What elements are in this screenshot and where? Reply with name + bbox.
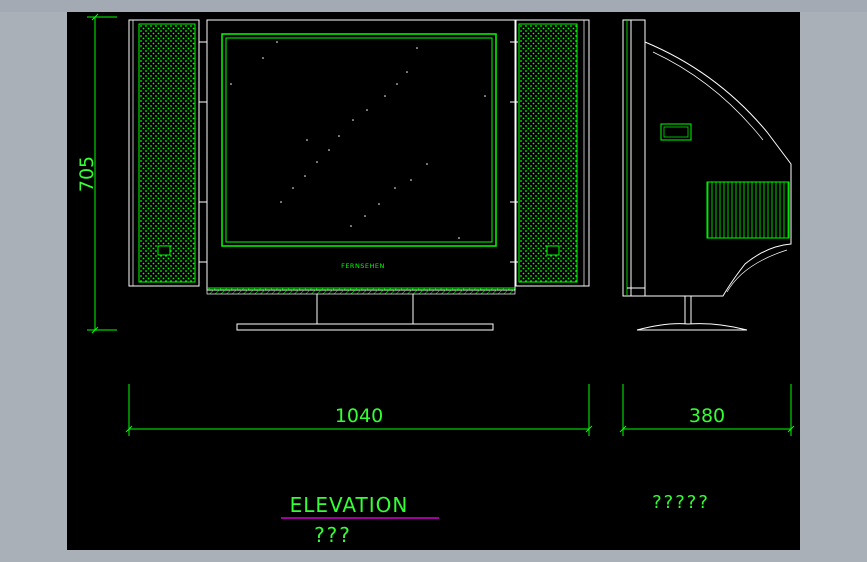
right-speaker	[510, 19, 590, 287]
dimension-depth	[619, 384, 795, 436]
tv-front-view	[206, 19, 516, 331]
dimension-width-label: 1040	[335, 405, 383, 427]
tv-side-view	[622, 19, 792, 331]
dimension-depth-label: 380	[689, 405, 725, 427]
screen-glare-dots	[230, 41, 486, 239]
side-view-title: ?????	[652, 492, 710, 513]
cad-drawing: FERNSEHEN 705	[76, 13, 795, 547]
right-speaker-logo-icon	[546, 245, 560, 256]
tv-screen	[221, 33, 497, 247]
cad-canvas[interactable]: FERNSEHEN 705	[67, 12, 800, 550]
dimension-height	[87, 13, 117, 334]
left-speaker-logo-icon	[157, 245, 171, 256]
left-speaker	[128, 19, 207, 287]
dimension-width	[125, 384, 593, 436]
dimension-height-label: 705	[76, 156, 98, 192]
tv-brand-label: FERNSEHEN	[341, 262, 385, 270]
elevation-title: ELEVATION	[290, 493, 409, 517]
side-vent-grille	[706, 181, 790, 239]
elevation-subtitle: ???	[314, 523, 352, 547]
side-panel-icon	[660, 123, 692, 141]
viewport-frame	[0, 0, 867, 12]
